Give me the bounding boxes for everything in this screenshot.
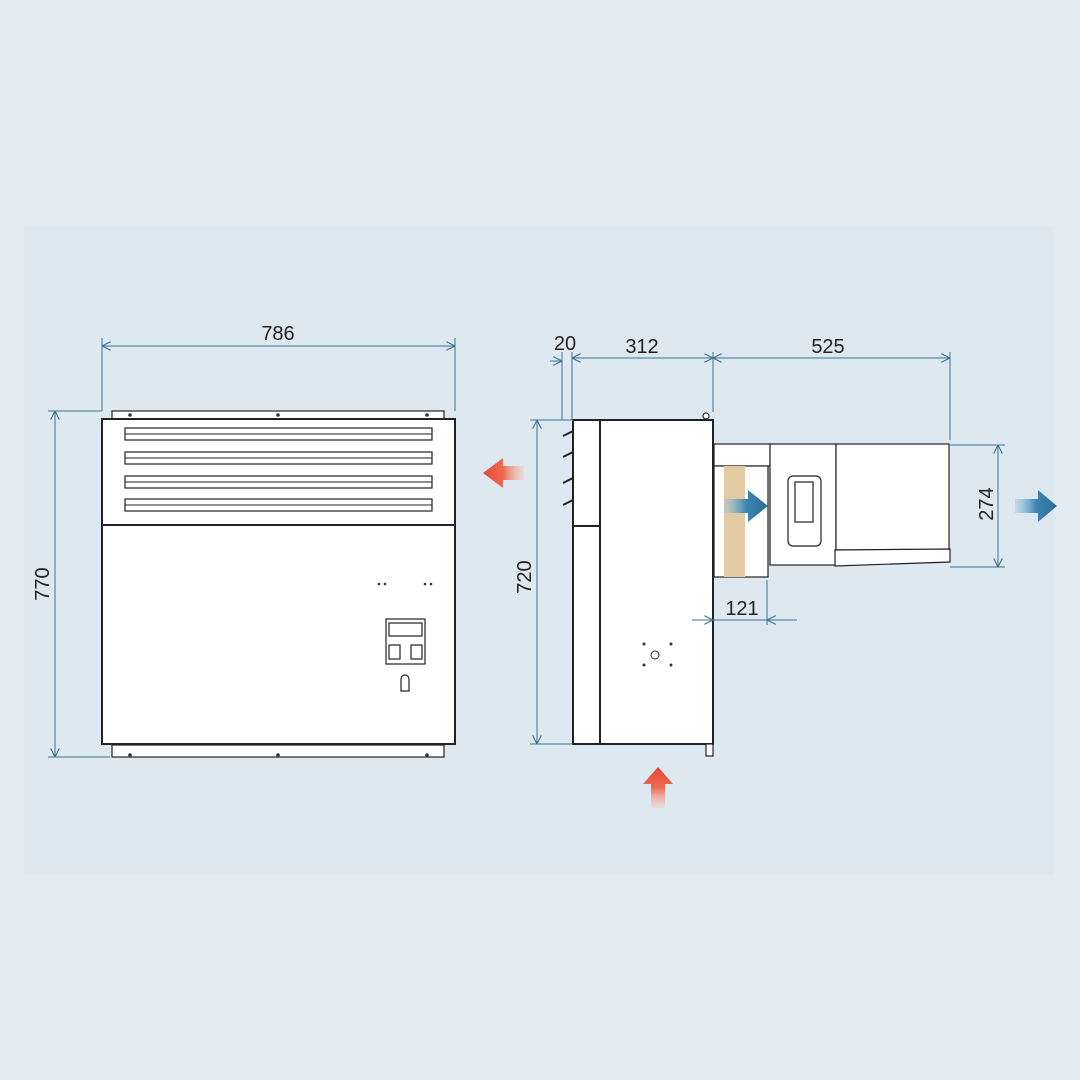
dim-front-width: 786 (261, 323, 294, 345)
main-switch (400, 674, 410, 692)
wall-insulation (724, 466, 745, 577)
dim-side-depth: 312 (625, 336, 658, 358)
cold-air-out-arrow-icon (1015, 490, 1057, 522)
dimension-lines (48, 338, 1005, 758)
dim-outlet-height: 274 (976, 487, 998, 520)
dim-side-height: 720 (514, 560, 536, 593)
dim-front-height: 770 (32, 567, 54, 600)
dim-side-extension: 525 (811, 336, 844, 358)
side-body (572, 419, 714, 745)
side-view (562, 412, 951, 757)
hot-air-out-arrow-icon (483, 458, 524, 488)
cold-air-in-arrow-icon (724, 490, 768, 522)
dim-wall-thickness: 121 (725, 598, 758, 620)
evaporator-unit (835, 443, 950, 551)
control-panel (385, 618, 426, 665)
hot-air-in-arrow-icon (643, 767, 673, 808)
grille-slats (124, 427, 433, 512)
front-view (101, 410, 456, 758)
dim-side-gap: 20 (554, 333, 576, 355)
